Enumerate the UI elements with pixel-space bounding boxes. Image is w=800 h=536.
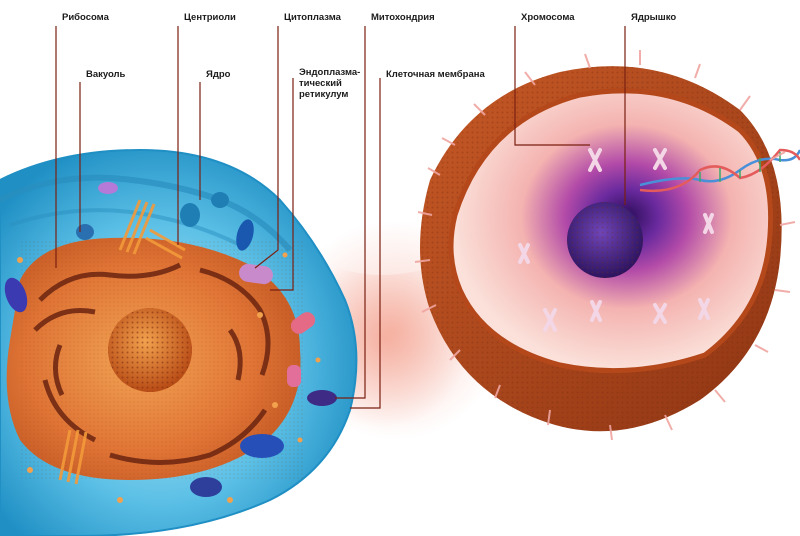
leader-cell-membrane <box>350 78 381 409</box>
label-chromosome: Хромосома <box>521 12 575 23</box>
leader-cytoplasm <box>254 26 279 269</box>
label-cell-membrane: Клеточная мембрана <box>386 69 485 80</box>
label-mitochondria: Митохондрия <box>371 12 435 23</box>
label-vacuole: Вакуоль <box>86 69 126 80</box>
label-er: Эндоплазма-тический ретикулум <box>299 67 361 100</box>
label-cytoplasm: Цитоплазма <box>284 12 341 23</box>
leader-chromosome <box>514 26 590 146</box>
leader-mitochondria <box>335 26 366 399</box>
label-ribosome: Рибосома <box>62 12 109 23</box>
label-centrioles: Центриоли <box>184 12 236 23</box>
label-nucleolus: Ядрышко <box>631 12 677 23</box>
leader-er <box>270 78 294 291</box>
label-nucleus: Ядро <box>206 69 231 80</box>
